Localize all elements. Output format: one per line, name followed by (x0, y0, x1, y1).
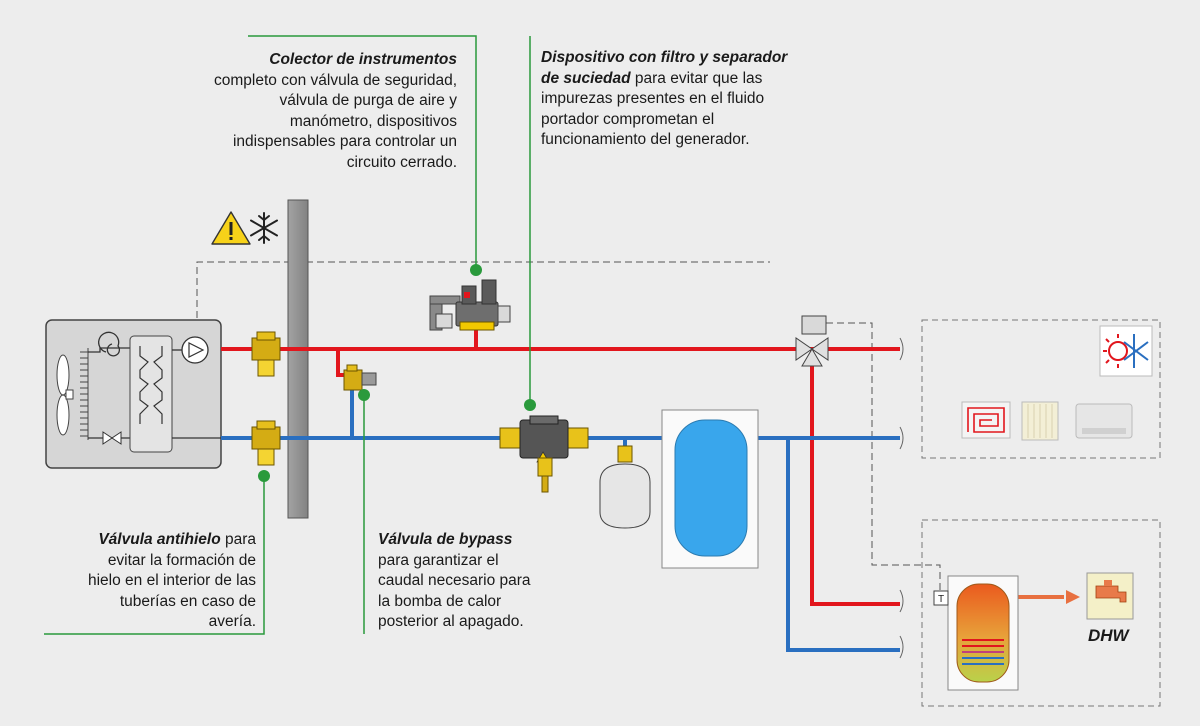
snowflake-icon (250, 212, 278, 244)
callout-antifreeze-valve: Válvula antihielo para evitar la formaci… (87, 531, 256, 630)
terminals-zone (899, 319, 1161, 459)
callout-instrument-manifold: Colector de instrumentos completo con vá… (214, 51, 457, 171)
supply-pipes (221, 330, 1064, 606)
callout-dots (258, 264, 536, 482)
circulation-pump-icon (172, 336, 221, 439)
dhw-label: DHW (1088, 626, 1129, 645)
callout-title: Colector de instrumentos (269, 51, 457, 68)
sun-snowflake-icon (1099, 325, 1153, 377)
dhw-coil (962, 639, 1004, 665)
evaporator-coil (80, 348, 89, 440)
sensor-label: T (938, 594, 944, 605)
building-wall (287, 199, 309, 519)
plate-heat-exchanger (129, 335, 173, 453)
heat-pump-unit (45, 319, 222, 469)
temperature-sensor: T (933, 590, 949, 606)
instrument-manifold (429, 279, 511, 331)
dhw-tank (947, 575, 1019, 691)
dhw-zone (899, 519, 1161, 707)
callout-bypass-valve: Válvula de bypass para garantizar el cau… (378, 531, 531, 630)
callout-title: Válvula antihielo (98, 531, 221, 548)
callout-title: Válvula de bypass (378, 531, 513, 548)
callout-title: Dispositivo con filtro y separador (541, 49, 788, 66)
buffer-tank (661, 409, 759, 569)
radiator-icon (1021, 401, 1059, 441)
antifreeze-valve-return (251, 420, 281, 466)
dhw-arrow-icon (1066, 590, 1080, 604)
tap-icon (1086, 572, 1134, 620)
callout-lines (44, 35, 531, 635)
three-way-valve (795, 315, 829, 367)
antifreeze-valve-supply (251, 331, 281, 377)
control-wiring (196, 261, 941, 590)
fan-coil-icon (1075, 403, 1133, 439)
warning-triangle-icon (211, 211, 251, 245)
dirt-separator (499, 415, 589, 493)
callout-filter-separator: Dispositivo con filtro y separador de su… (541, 49, 788, 148)
fan-icon (56, 354, 74, 436)
expansion-vessel (599, 445, 651, 529)
underfloor-heating-icon (961, 401, 1011, 439)
bypass-valve (343, 364, 377, 391)
expansion-valve-icon (102, 431, 122, 445)
